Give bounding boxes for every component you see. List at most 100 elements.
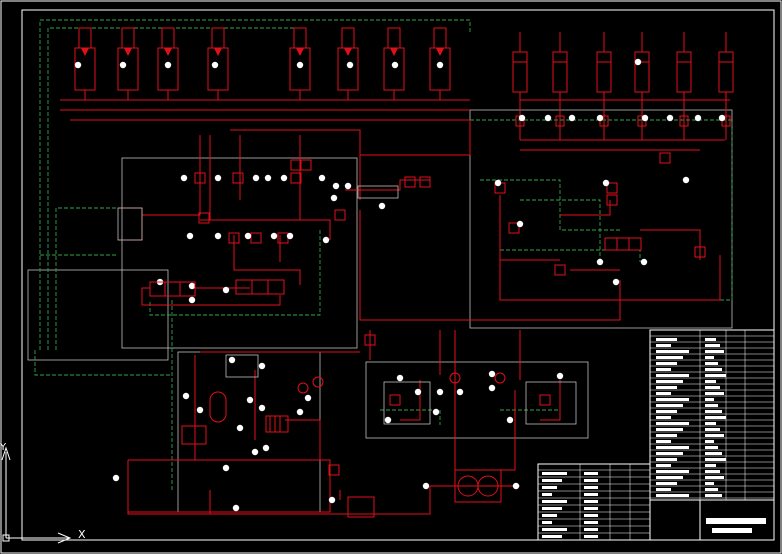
item-balloon (164, 61, 172, 69)
parts-list-entry (542, 521, 552, 524)
valve-icon (694, 246, 706, 258)
title-block-entry (705, 488, 718, 491)
valve-icon (389, 394, 401, 406)
title-block-entry (705, 368, 722, 371)
title-block-entry (705, 440, 714, 443)
drawing-frame-inner (21, 9, 775, 541)
cylinder-icon (596, 32, 612, 140)
title-block-entry (705, 446, 718, 449)
valve-icon (539, 394, 551, 406)
title-block-entry (656, 386, 677, 389)
item-balloon (414, 388, 422, 396)
title-block-entry (656, 476, 683, 479)
item-balloon (214, 174, 222, 182)
valve-icon (328, 464, 340, 476)
item-balloon (211, 61, 219, 69)
parts-list-entry (584, 507, 598, 510)
directional-valve-right (604, 237, 642, 251)
valve-icon (364, 334, 376, 346)
item-balloon (612, 278, 620, 286)
subsystem-boundaries (27, 109, 733, 513)
title-block-entry (656, 410, 677, 413)
parts-list-entry (542, 500, 567, 503)
title-block-entry (656, 428, 683, 431)
cylinder-icon (429, 27, 451, 100)
item-balloon (296, 408, 304, 416)
item-balloon (378, 202, 386, 210)
item-balloon (246, 396, 254, 404)
item-balloon (280, 174, 288, 182)
title-block-entry (656, 344, 671, 347)
cylinder-icon (718, 32, 734, 140)
item-balloon (232, 504, 240, 512)
valve-icon (228, 232, 240, 244)
directional-valve-center (235, 279, 285, 295)
item-balloon (180, 174, 188, 182)
item-balloon (252, 174, 260, 182)
item-balloon (251, 448, 259, 456)
title-block-entry (656, 416, 671, 419)
title-block-entry (656, 452, 683, 455)
parts-list-entry (584, 535, 598, 538)
item-balloon (422, 482, 430, 490)
parts-list-entry (542, 479, 562, 482)
valve-icon (334, 209, 346, 221)
title-block-entry (656, 446, 689, 449)
item-balloon (641, 114, 649, 122)
title-block-entry (705, 386, 720, 389)
item-balloon (596, 114, 604, 122)
item-balloon (602, 179, 610, 187)
axis-x-label: X (78, 528, 86, 541)
item-balloon (188, 296, 196, 304)
valve-icon (508, 222, 520, 234)
title-block-entry (656, 434, 677, 437)
valve-icon (300, 159, 312, 171)
title-block-entry (656, 464, 671, 467)
title-block-entry (656, 392, 671, 395)
title-block-entry (656, 404, 683, 407)
valve-icon (290, 172, 302, 184)
title-block-entry (705, 398, 714, 401)
item-balloon (328, 496, 336, 504)
valve-icon (198, 212, 210, 224)
title-block-entry (705, 428, 720, 431)
item-balloon (640, 258, 648, 266)
title-block-entry (705, 344, 720, 347)
title-block-entry (705, 458, 726, 461)
item-balloon (512, 482, 520, 490)
item-balloon (186, 232, 194, 240)
item-balloon (258, 404, 266, 412)
item-balloon (518, 114, 526, 122)
parts-list-entry (584, 528, 598, 531)
item-balloon (318, 174, 326, 182)
component-symbols (194, 152, 706, 476)
title-block-entry (656, 398, 689, 401)
cylinder-icon (634, 32, 650, 140)
title-block-entry (656, 338, 677, 341)
item-balloon (286, 232, 294, 240)
title-block-entry (705, 494, 722, 497)
item-balloon (666, 114, 674, 122)
title-block-entry (705, 470, 720, 473)
item-balloon (634, 58, 642, 66)
item-balloon (718, 114, 726, 122)
item-balloon (568, 114, 576, 122)
title-block-entry (705, 350, 724, 353)
title-block-entry (656, 482, 677, 485)
title-block-entry (705, 422, 716, 425)
valve-icon (404, 176, 416, 188)
parts-list-entry (542, 535, 562, 538)
title-block-entry (656, 368, 671, 371)
title-block-entry (705, 410, 722, 413)
parts-list-entry (542, 514, 557, 517)
item-balloon (112, 474, 120, 482)
valve-icon (606, 182, 618, 194)
title-block-entry (705, 434, 724, 437)
cylinder-icon (117, 27, 139, 100)
item-balloon (494, 179, 502, 187)
axis-y-label: Y (0, 442, 7, 453)
parts-list-entry (542, 472, 567, 475)
item-balloon (188, 282, 196, 290)
filter-icon (181, 425, 375, 518)
item-balloon (436, 61, 444, 69)
